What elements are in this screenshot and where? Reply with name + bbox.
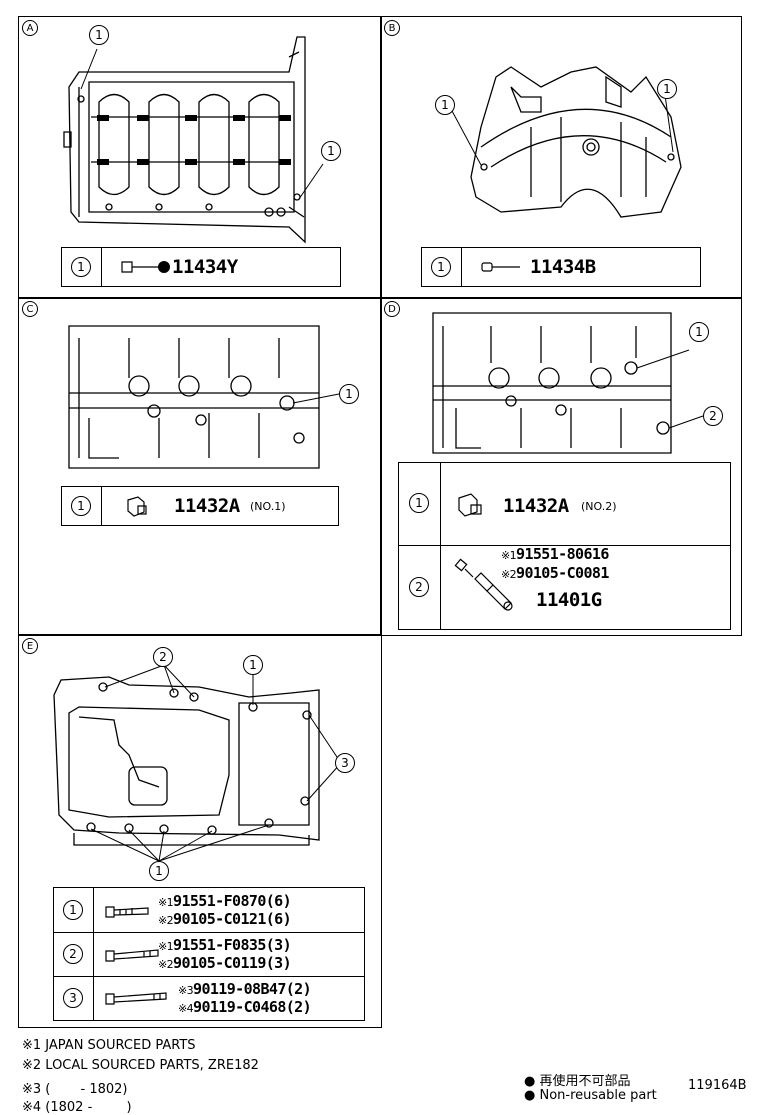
cylinder-block-side-drawing: [19, 298, 383, 478]
callout-2: 2: [703, 406, 723, 426]
panel-label-b: B: [384, 20, 400, 36]
footnote: ※1 JAPAN SOURCED PARTS: [22, 1038, 196, 1053]
callout-1: 1: [89, 25, 109, 45]
callout-2: 2: [153, 647, 173, 667]
bolt-icon: [104, 902, 154, 922]
cylinder-block-side-drawing: [381, 298, 743, 468]
bolt-part-line: ※490119-C0468(2): [178, 998, 312, 1016]
part-table-a: 1 11434Y: [61, 247, 341, 287]
oil-plug-icon: [124, 494, 154, 520]
figure-id: 119164B: [688, 1078, 747, 1093]
panel-a: A 1 1 1: [18, 16, 382, 299]
legend-nonreusable: ● Non-reusable part: [524, 1088, 657, 1103]
bolt-part-line: ※290105-C0121(6): [158, 910, 292, 928]
row-number: 2: [63, 944, 83, 964]
panel-d: D 1 2 1 11432A (NO.2): [380, 297, 742, 636]
part-table-d: 1 11432A (NO.2) 2: [398, 462, 731, 630]
part-number: 11432A: [174, 495, 240, 517]
part-note: (NO.1): [250, 500, 286, 513]
callout-1: 1: [149, 861, 169, 881]
part-note: (NO.2): [581, 500, 617, 513]
row-number: 1: [63, 900, 83, 920]
callout-1: 1: [243, 655, 263, 675]
cylinder-block-rear-drawing: [381, 17, 743, 257]
bolt-part-line: ※191551-F0870(6): [158, 892, 292, 910]
part-number: 11434Y: [172, 256, 238, 278]
callout-3: 3: [335, 753, 355, 773]
oil-plug-icon: [455, 491, 487, 521]
bolt-part-line: ※390119-08B47(2): [178, 980, 312, 998]
callout-1: 1: [689, 322, 709, 342]
footnote: ※4 (1802 - ): [22, 1100, 132, 1115]
table-row: 1 11432A (NO.2): [399, 463, 730, 546]
part-number: 11401G: [536, 589, 602, 611]
row-number: 1: [71, 496, 91, 516]
plug-icon: [480, 258, 540, 278]
panel-label-e: E: [22, 638, 38, 654]
stud-bolt-icon: [104, 988, 174, 1008]
legend-reuse-jp: ● 再使用不可部品: [524, 1074, 631, 1089]
callout-1: 1: [435, 95, 455, 115]
panel-b: B 1 1 1 11434B: [380, 16, 742, 299]
part-number: 11432A: [503, 495, 569, 517]
callout-1: 1: [321, 141, 341, 161]
table-row: 3 ※390119-08B47(2) ※490119-C0468(2): [54, 976, 364, 1020]
bolt-icon: [104, 946, 164, 966]
panel-c: C 1 1 11432A (NO.1): [18, 297, 382, 636]
oil-control-valve-icon: [453, 555, 523, 625]
callout-1: 1: [657, 79, 677, 99]
part-table-b: 1 11434B: [421, 247, 701, 287]
table-row: 2 ※191551-80616 ※290105-C0081 11401G: [399, 545, 730, 629]
footnote: ※2 LOCAL SOURCED PARTS, ZRE182: [22, 1058, 259, 1073]
part-number: 11434B: [530, 256, 596, 278]
footnote: ※3 ( - 1802): [22, 1082, 128, 1097]
cylinder-block-front-drawing: [19, 17, 383, 257]
oil-pan-drawing: [19, 635, 383, 875]
panel-label-d: D: [384, 301, 400, 317]
bolt-part-line: ※290105-C0081: [501, 564, 609, 582]
bolt-part-line: ※290105-C0119(3): [158, 954, 292, 972]
panel-label-a: A: [22, 20, 38, 36]
table-row: 2 ※191551-F0835(3) ※290105-C0119(3): [54, 932, 364, 977]
row-number: 2: [409, 577, 429, 597]
row-number: 1: [431, 257, 451, 277]
callout-1: 1: [339, 384, 359, 404]
bolt-part-line: ※191551-80616: [501, 545, 609, 563]
oil-plug-icon: [120, 261, 170, 273]
table-row: 1 ※191551-F0870(6) ※290105-C0121(6): [54, 888, 364, 933]
bolt-part-line: ※191551-F0835(3): [158, 936, 292, 954]
panel-label-c: C: [22, 301, 38, 317]
row-number: 3: [63, 988, 83, 1008]
row-number: 1: [71, 257, 91, 277]
panel-e: E 2 1 3 1 1: [18, 634, 382, 1028]
part-table-e: 1 ※191551-F0870(6) ※290105-C0121(6) 2: [53, 887, 365, 1021]
part-table-c: 1 11432A (NO.1): [61, 486, 339, 526]
row-number: 1: [409, 493, 429, 513]
